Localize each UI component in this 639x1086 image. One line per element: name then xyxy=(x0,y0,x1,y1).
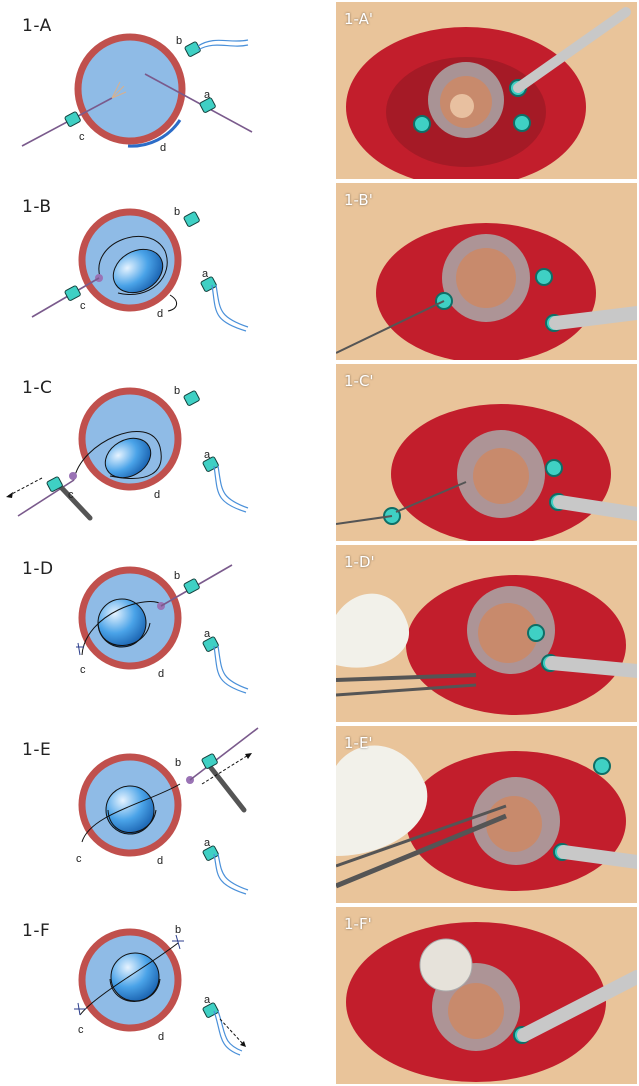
photo-illustration xyxy=(336,364,637,541)
trocar-icon xyxy=(528,625,544,641)
port-label-a: a xyxy=(204,628,211,640)
port-label-c: c xyxy=(80,664,86,676)
panel-row-1c: 1-C b a c d 1-C' xyxy=(0,362,639,543)
surgical-photo: 1-B' xyxy=(336,183,637,360)
port-label-a: a xyxy=(204,449,211,461)
panel-row-1b: 1-B b a c d 1-B' xyxy=(0,181,639,362)
schematic-diagram: b a c d xyxy=(0,543,330,724)
panel-row-1a: 1-A b a xyxy=(0,0,639,181)
surgical-photo: 1-A' xyxy=(336,2,637,179)
trocar-icon xyxy=(64,285,81,301)
trocar-icon xyxy=(201,753,218,769)
trocar-icon xyxy=(183,390,200,406)
trocar-icon xyxy=(64,111,81,127)
port-label-d: d xyxy=(157,855,163,867)
knot-icon xyxy=(69,472,77,480)
panel-row-1f: 1-F b a c d 1-F' xyxy=(0,905,639,1086)
photo-label: 1-A' xyxy=(344,10,373,28)
port-label-b: b xyxy=(175,924,181,936)
port-label-c: c xyxy=(79,131,85,143)
surgical-photo: 1-E' xyxy=(336,726,637,903)
port-label-b: b xyxy=(176,35,182,47)
port-label-d: d xyxy=(158,1031,164,1043)
syringe-icon xyxy=(564,852,637,862)
photo-illustration xyxy=(336,726,637,903)
schematic-diagram: b a c d xyxy=(0,362,330,543)
forceps-icon xyxy=(58,484,90,518)
lens-icon xyxy=(111,953,159,1001)
syringe-icon xyxy=(552,663,637,671)
globe-icon xyxy=(78,37,182,141)
surgical-photo: 1-C' xyxy=(336,364,637,541)
photo-label: 1-D' xyxy=(344,553,375,571)
direction-arrow-icon xyxy=(8,478,42,496)
schematic-diagram: b a c d xyxy=(0,905,330,1086)
photo-label: 1-E' xyxy=(344,734,373,752)
port-label-d: d xyxy=(160,142,166,154)
panel-row-1e: 1-E b a c d 1-E' xyxy=(0,724,639,905)
trocar-icon xyxy=(514,115,530,131)
schematic-diagram: b a c d xyxy=(0,0,330,181)
port-label-d: d xyxy=(158,668,164,680)
port-label-c: c xyxy=(68,489,74,501)
port-label-a: a xyxy=(204,837,211,849)
port-label-b: b xyxy=(174,385,180,397)
panel-row-1d: 1-D b a c d 1-D' xyxy=(0,543,639,724)
photo-illustration xyxy=(336,2,637,179)
port-label-a: a xyxy=(202,268,209,280)
port-label-b: b xyxy=(174,570,180,582)
port-label-c: c xyxy=(80,300,86,312)
trocar-icon xyxy=(594,758,610,774)
photo-illustration xyxy=(336,907,637,1084)
instrument-icon xyxy=(32,278,99,317)
surgical-photo: 1-F' xyxy=(336,907,637,1084)
port-label-c: c xyxy=(78,1024,84,1036)
port-label-d: d xyxy=(157,308,163,320)
photo-illustration xyxy=(336,183,637,360)
trocar-icon xyxy=(536,269,552,285)
schematic-diagram: b a c d xyxy=(0,724,330,905)
trocar-icon xyxy=(183,211,200,227)
port-label-a: a xyxy=(204,994,211,1006)
port-label-b: b xyxy=(175,757,181,769)
port-label-c: c xyxy=(76,853,82,865)
schematic-diagram: b a c d xyxy=(0,181,330,362)
photo-illustration xyxy=(336,545,637,722)
trocar-icon xyxy=(546,460,562,476)
photo-label: 1-F' xyxy=(344,915,372,933)
port-label-d: d xyxy=(154,489,160,501)
port-label-b: b xyxy=(174,206,180,218)
photo-label: 1-C' xyxy=(344,372,374,390)
port-label-a: a xyxy=(204,89,211,101)
syringe-icon xyxy=(556,313,637,323)
sponge-icon xyxy=(420,939,472,991)
forceps-icon xyxy=(208,764,244,810)
surgical-photo: 1-D' xyxy=(336,545,637,722)
photo-label: 1-B' xyxy=(344,191,373,209)
trocar-icon xyxy=(414,116,430,132)
